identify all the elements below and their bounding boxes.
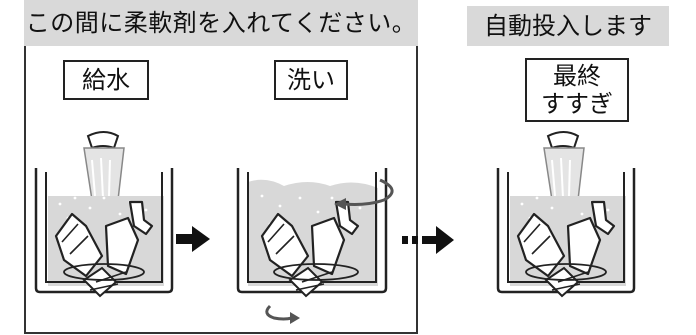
rotation-arrow-icon — [265, 178, 394, 324]
tub-water-supply — [34, 131, 174, 298]
final-rinse-line-2: すすぎ — [541, 90, 613, 118]
tub-final-rinse — [496, 131, 636, 298]
auto-dispense-banner: 自動投入します — [467, 6, 669, 46]
instruction-banner: この間に柔軟剤を入れてください。 — [24, 0, 418, 46]
final-rinse-line-1: 最終 — [553, 62, 601, 90]
step-label-final-rinse: 最終 すすぎ — [525, 58, 629, 122]
dashed-arrow-icon — [402, 226, 454, 254]
arrow-right-icon — [176, 226, 210, 252]
step-label-water-supply: 給水 — [63, 60, 149, 100]
softener-window-frame — [24, 0, 418, 334]
tub-wash — [236, 168, 388, 298]
step-label-wash: 洗い — [274, 60, 348, 100]
